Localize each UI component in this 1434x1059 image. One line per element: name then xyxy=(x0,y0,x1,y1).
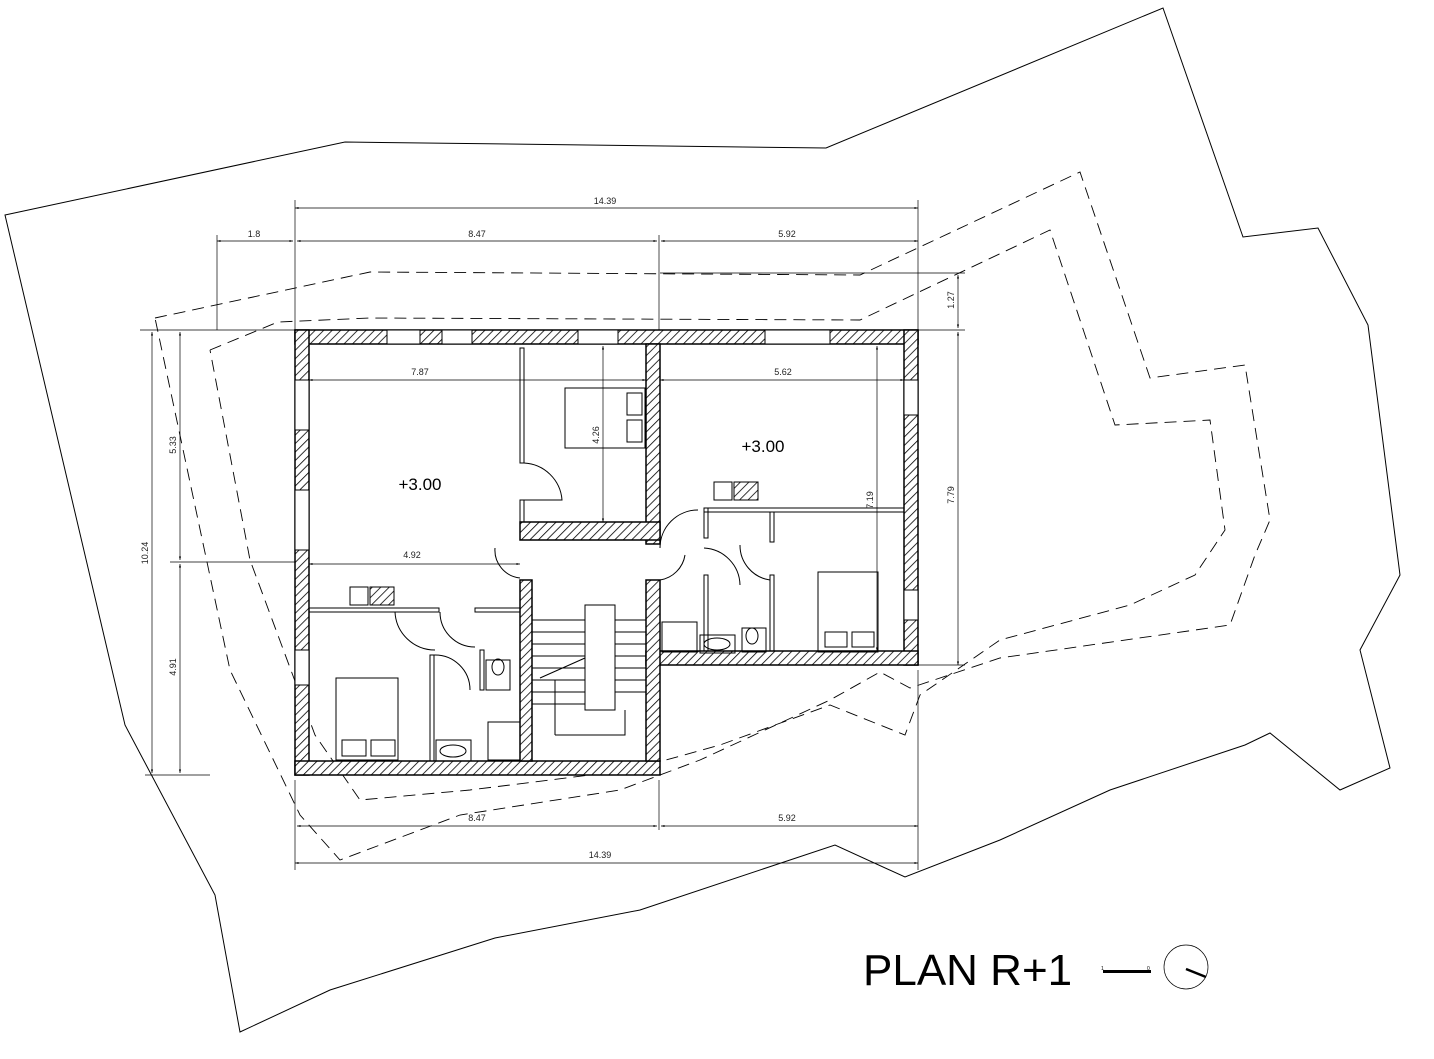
bed-icon xyxy=(335,677,399,761)
room-level-right: +3.00 xyxy=(741,437,784,456)
scale-bar-start: 1 xyxy=(1101,966,1104,972)
toilet-icon xyxy=(741,627,767,653)
dim-bottom-right: 5.92 xyxy=(778,813,796,823)
dim-top-left-offset: 1.8 xyxy=(248,229,261,239)
dim-right-height: 7.79 xyxy=(946,486,956,504)
plan-title: PLAN R+1 xyxy=(863,946,1072,995)
dim-left-lower: 4.91 xyxy=(168,658,178,676)
dim-living-right: 5.62 xyxy=(774,367,792,377)
north-arrow-icon xyxy=(1163,944,1209,990)
partitions xyxy=(308,347,905,762)
dim-right-offset: 1.27 xyxy=(946,291,956,309)
dim-bottom-total: 14.39 xyxy=(589,850,612,860)
sink-icon xyxy=(349,586,369,606)
dim-left-upper: 5.33 xyxy=(168,436,178,454)
dimension-lines xyxy=(140,200,965,870)
dim-bedroom-depth: 4.26 xyxy=(591,426,601,444)
dim-bottom-left: 8.47 xyxy=(468,813,486,823)
bed-icon xyxy=(564,387,646,449)
washbasin-icon xyxy=(435,739,472,762)
site-boundary xyxy=(4,7,1401,1033)
dim-left-total: 10.24 xyxy=(140,542,150,565)
dimension-labels: 14.39 1.8 8.47 5.92 1.27 7.79 10.24 5.33… xyxy=(140,196,956,860)
walls xyxy=(294,329,919,776)
shower-icon xyxy=(661,621,698,653)
washbasin-icon xyxy=(699,634,736,654)
room-level-left: +3.00 xyxy=(398,475,441,494)
toilet-icon xyxy=(485,659,511,691)
dim-living-left: 7.87 xyxy=(411,367,429,377)
dim-right-wing-depth: 7.19 xyxy=(865,491,875,509)
furniture xyxy=(335,387,879,762)
dim-lower-width: 4.92 xyxy=(403,550,421,560)
dim-top-right: 5.92 xyxy=(778,229,796,239)
dim-top-left: 8.47 xyxy=(468,229,486,239)
setback-line-outer xyxy=(154,171,1271,861)
scale-bar-end: 0 xyxy=(1147,966,1150,972)
bed-icon xyxy=(817,571,879,653)
setback-line-inner xyxy=(209,229,1226,801)
scale-bar: 1 0 xyxy=(1101,966,1151,973)
shower-icon xyxy=(487,721,521,761)
dim-top-total: 14.39 xyxy=(594,196,617,206)
sink-icon xyxy=(713,481,733,501)
windows xyxy=(294,329,919,686)
